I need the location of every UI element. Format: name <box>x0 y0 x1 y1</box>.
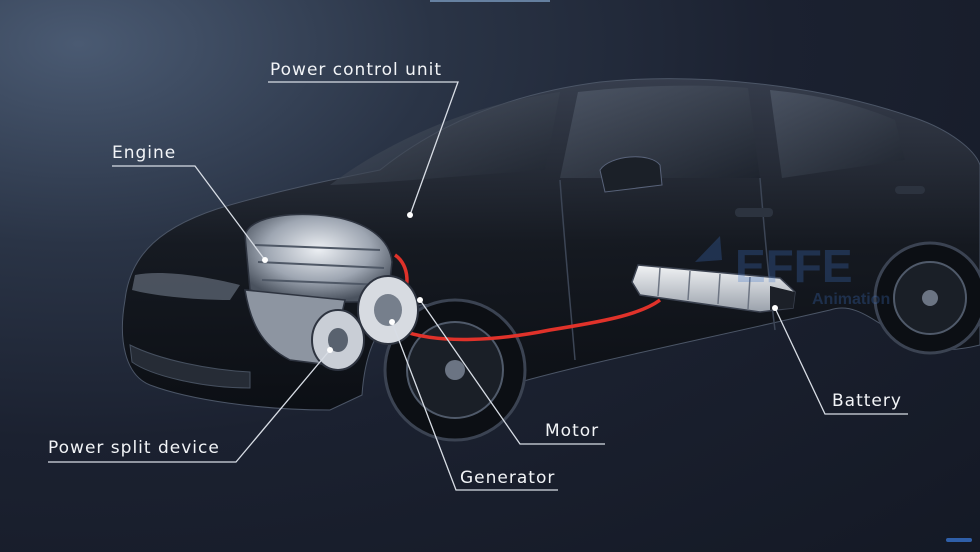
callout-line-generator <box>391 321 558 491</box>
svg-text:EFFE: EFFE <box>735 240 853 292</box>
label-motor: Motor <box>545 421 600 441</box>
label-generator: Generator <box>460 468 556 488</box>
label-power-control-unit: Power control unit <box>270 60 443 80</box>
battery-pack <box>631 264 796 313</box>
callout-line-engine <box>112 165 266 261</box>
callout-anchor-dots <box>262 212 778 353</box>
label-engine: Engine <box>112 143 177 163</box>
label-battery: Battery <box>832 391 902 411</box>
callout-line-power-control-unit <box>268 81 459 216</box>
label-power-split-device: Power split device <box>48 438 220 458</box>
svg-text:Animation: Animation <box>812 291 890 308</box>
rear-wheel <box>873 241 980 355</box>
callout-line-motor <box>419 299 605 445</box>
top-accent-bar <box>430 0 550 2</box>
watermark-logo: EFFE Animation <box>695 236 890 308</box>
callout-lines <box>48 81 908 491</box>
callout-line-battery <box>774 307 908 415</box>
corner-logo-icon <box>946 538 972 542</box>
callout-line-power-split-device <box>48 349 331 463</box>
